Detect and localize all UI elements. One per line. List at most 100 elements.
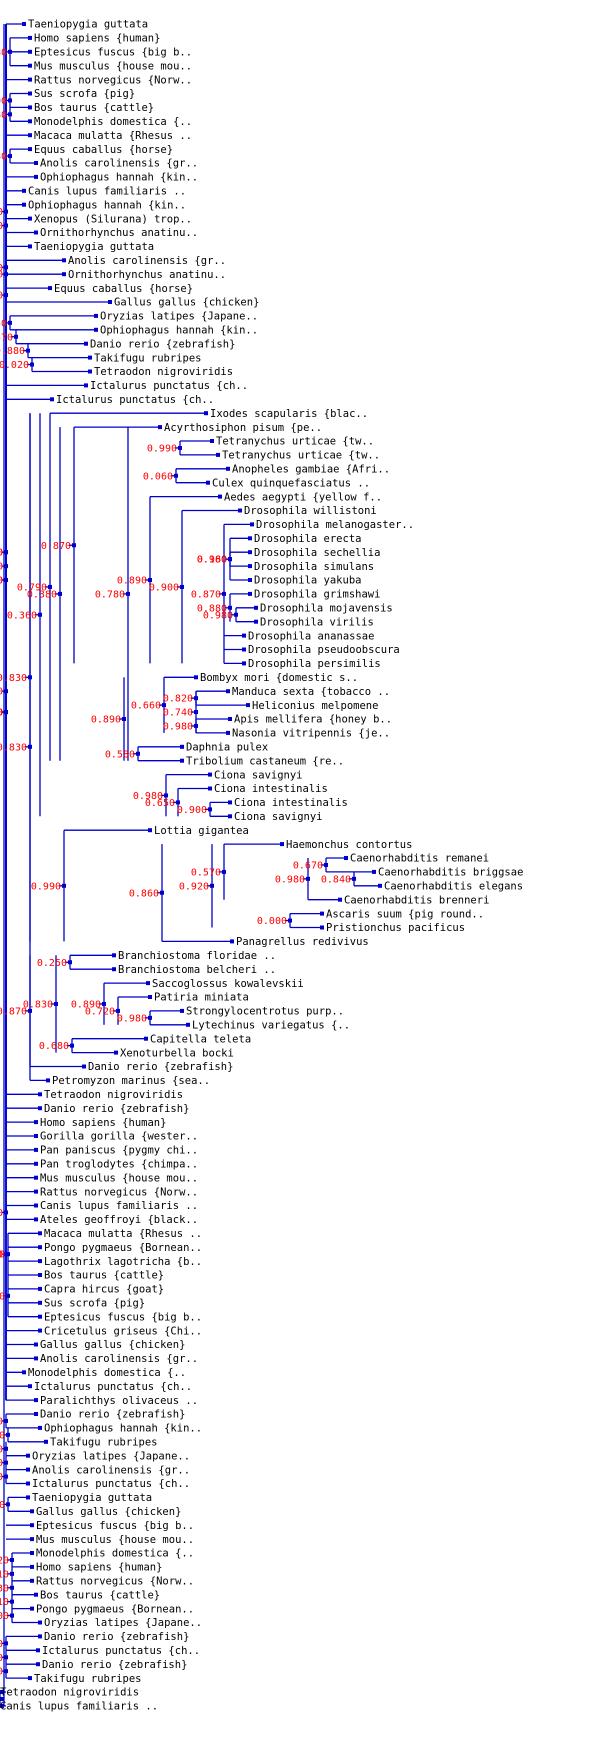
leaf-label: Drosophila grimshawi	[254, 589, 380, 601]
leaf-label: Daphnia pulex	[186, 742, 268, 754]
leaf-marker	[38, 1092, 42, 1097]
leaf-label: Lagothrix lagotricha {b..	[44, 1256, 202, 1268]
leaf-marker	[38, 1328, 42, 1333]
support-value: 0.360	[7, 610, 37, 621]
node-marker	[8, 154, 12, 159]
leaf-marker	[194, 675, 198, 680]
leaf-marker	[62, 272, 66, 277]
leaf-marker	[84, 341, 88, 346]
node-marker	[10, 1613, 14, 1618]
leaf-label: Xenopus (Silurana) trop..	[34, 213, 192, 225]
leaf-marker	[34, 1189, 38, 1194]
leaf-marker	[344, 856, 348, 860]
leaf-marker	[30, 1509, 34, 1514]
node-marker	[162, 703, 166, 708]
leaf-label: Pristionchus pacificus	[326, 922, 465, 934]
leaf-label: Equus caballus {horse}	[34, 144, 173, 156]
leaf-label: Anolis carolinensis {gr..	[68, 255, 226, 267]
leaf-label: Bombyx mori {domestic s..	[200, 672, 358, 684]
leaf-marker	[146, 981, 150, 986]
support-value: 0.380	[27, 589, 57, 600]
leaf-label: Pongo pygmaeus {Bornean..	[44, 1242, 202, 1254]
node-marker	[4, 1641, 8, 1646]
leaf-marker	[248, 550, 252, 555]
leaf-marker	[34, 1342, 38, 1347]
leaf-label: Monodelphis domestica {..	[36, 1548, 194, 1560]
leaf-label: Canis lupus familiaris ..	[0, 1701, 158, 1713]
leaf-label: Homo sapiens {human}	[40, 1117, 166, 1129]
support-value: 0.860	[0, 708, 3, 719]
leaf-label: Canis lupus familiaris ..	[40, 1200, 198, 1212]
leaf-marker	[34, 1175, 38, 1180]
leaf-label: Tribolium castaneum {re..	[186, 755, 344, 767]
support-value: 0.900	[0, 1611, 9, 1622]
node-marker	[4, 1446, 8, 1451]
support-value: 0.400	[0, 1416, 3, 1427]
support-values: 0.9900.0600.9800.1600.9800.8800.8700.900…	[0, 47, 351, 1677]
node-marker	[4, 1655, 8, 1660]
support-value: 0.010	[0, 1597, 9, 1608]
leaf-label: Caenorhabditis elegans	[384, 881, 523, 893]
leaf-marker	[28, 216, 32, 221]
support-value: 0.990	[31, 881, 61, 892]
support-value: 0.250	[0, 562, 3, 573]
leaf-marker	[38, 1106, 42, 1111]
leaf-label: Oryzias latipes {Japane..	[100, 311, 258, 323]
support-value: 0.720	[85, 1006, 115, 1017]
leaf-label: Bos taurus {cattle}	[44, 1270, 164, 1282]
leaf-label: Haemonchus contortus	[286, 839, 412, 851]
leaf-label: Equus caballus {horse}	[54, 283, 193, 295]
leaf-label: Danio rerio {zebrafish}	[90, 338, 235, 350]
leaf-marker	[26, 1495, 30, 1500]
leaf-marker	[34, 174, 38, 179]
support-value: 0.400	[0, 576, 3, 587]
leaf-marker	[38, 1231, 42, 1236]
leaf-marker	[226, 466, 230, 471]
leaf-marker	[34, 1147, 38, 1152]
node-marker	[222, 869, 226, 874]
leaf-label: Paralichthys olivaceus ..	[40, 1395, 198, 1407]
node-marker	[234, 612, 238, 617]
leaf-marker	[242, 633, 246, 638]
leaf-marker	[22, 1370, 26, 1375]
support-value: 0.890	[71, 999, 101, 1010]
node-marker	[116, 1008, 120, 1013]
leaf-marker	[34, 1592, 38, 1597]
leaf-marker	[338, 897, 342, 902]
node-marker	[6, 1502, 10, 1507]
leaf-label: Taeniopygia guttata	[32, 1492, 152, 1504]
support-value: 0.770	[0, 1639, 3, 1650]
leaf-marker	[26, 1453, 30, 1458]
leaf-marker	[320, 911, 324, 916]
leaf-marker	[30, 1523, 34, 1528]
leaf-marker	[28, 105, 32, 110]
node-marker	[62, 883, 66, 888]
node-marker	[38, 612, 42, 617]
support-value: 0.250	[37, 958, 67, 969]
support-value: 0.000	[0, 96, 7, 107]
node-marker	[4, 1669, 8, 1674]
leaf-marker	[230, 939, 234, 944]
support-value: 0.880	[197, 603, 227, 614]
leaf-label: Aedes aegypti {yellow f..	[224, 491, 382, 503]
leaf-marker	[0, 1703, 4, 1708]
support-value: 0.900	[177, 805, 207, 816]
leaf-label: Branchiostoma floridae ..	[118, 950, 276, 962]
support-value: 0.280	[0, 152, 7, 163]
leaf-marker	[28, 49, 32, 54]
support-value: 0.000	[257, 916, 287, 927]
node-marker	[10, 1571, 14, 1576]
leaf-marker	[30, 1551, 34, 1555]
support-value: 0.830	[0, 673, 27, 684]
leaf-marker	[94, 313, 98, 318]
support-value: 0.880	[0, 47, 7, 58]
leaf-marker	[34, 1120, 38, 1125]
leaf-label: Drosophila simulans	[254, 561, 374, 573]
leaf-label: Branchiostoma belcheri ..	[118, 964, 276, 976]
leaf-marker	[208, 772, 212, 777]
node-marker	[122, 717, 126, 721]
node-marker	[4, 1210, 8, 1215]
node-marker	[6, 1252, 10, 1257]
leaf-marker	[158, 425, 162, 430]
